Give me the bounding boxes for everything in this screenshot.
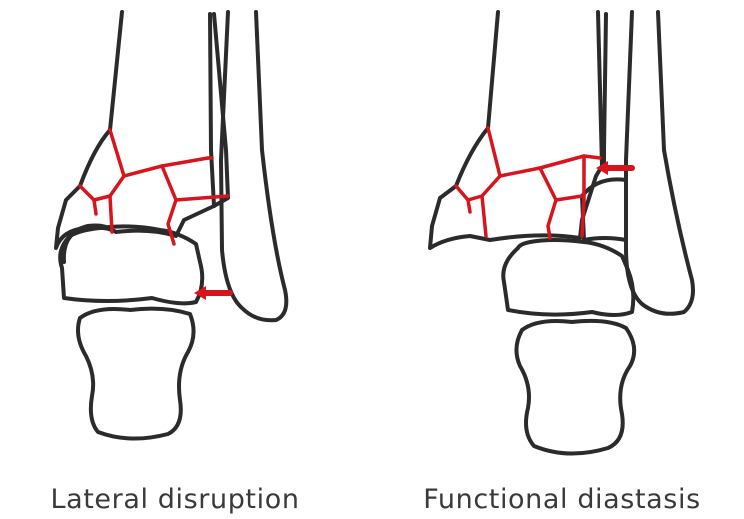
fibula <box>626 12 693 314</box>
tibia <box>430 12 602 248</box>
panel-lateral-disruption <box>56 12 286 439</box>
talus <box>503 240 633 315</box>
calcaneus <box>78 309 194 439</box>
fibula-inner-line <box>604 14 606 166</box>
calcaneus <box>516 321 634 454</box>
fibula-inner-line <box>210 14 214 206</box>
fibula <box>221 12 286 320</box>
diagram-canvas <box>0 0 744 480</box>
tibial-fragment <box>582 179 626 240</box>
talus <box>60 226 202 303</box>
caption-lateral-disruption: Lateral disruption <box>6 483 344 517</box>
caption-functional-diastasis: Functional diastasis <box>382 483 742 517</box>
tibia <box>56 12 228 248</box>
panel-functional-diastasis <box>430 12 693 454</box>
